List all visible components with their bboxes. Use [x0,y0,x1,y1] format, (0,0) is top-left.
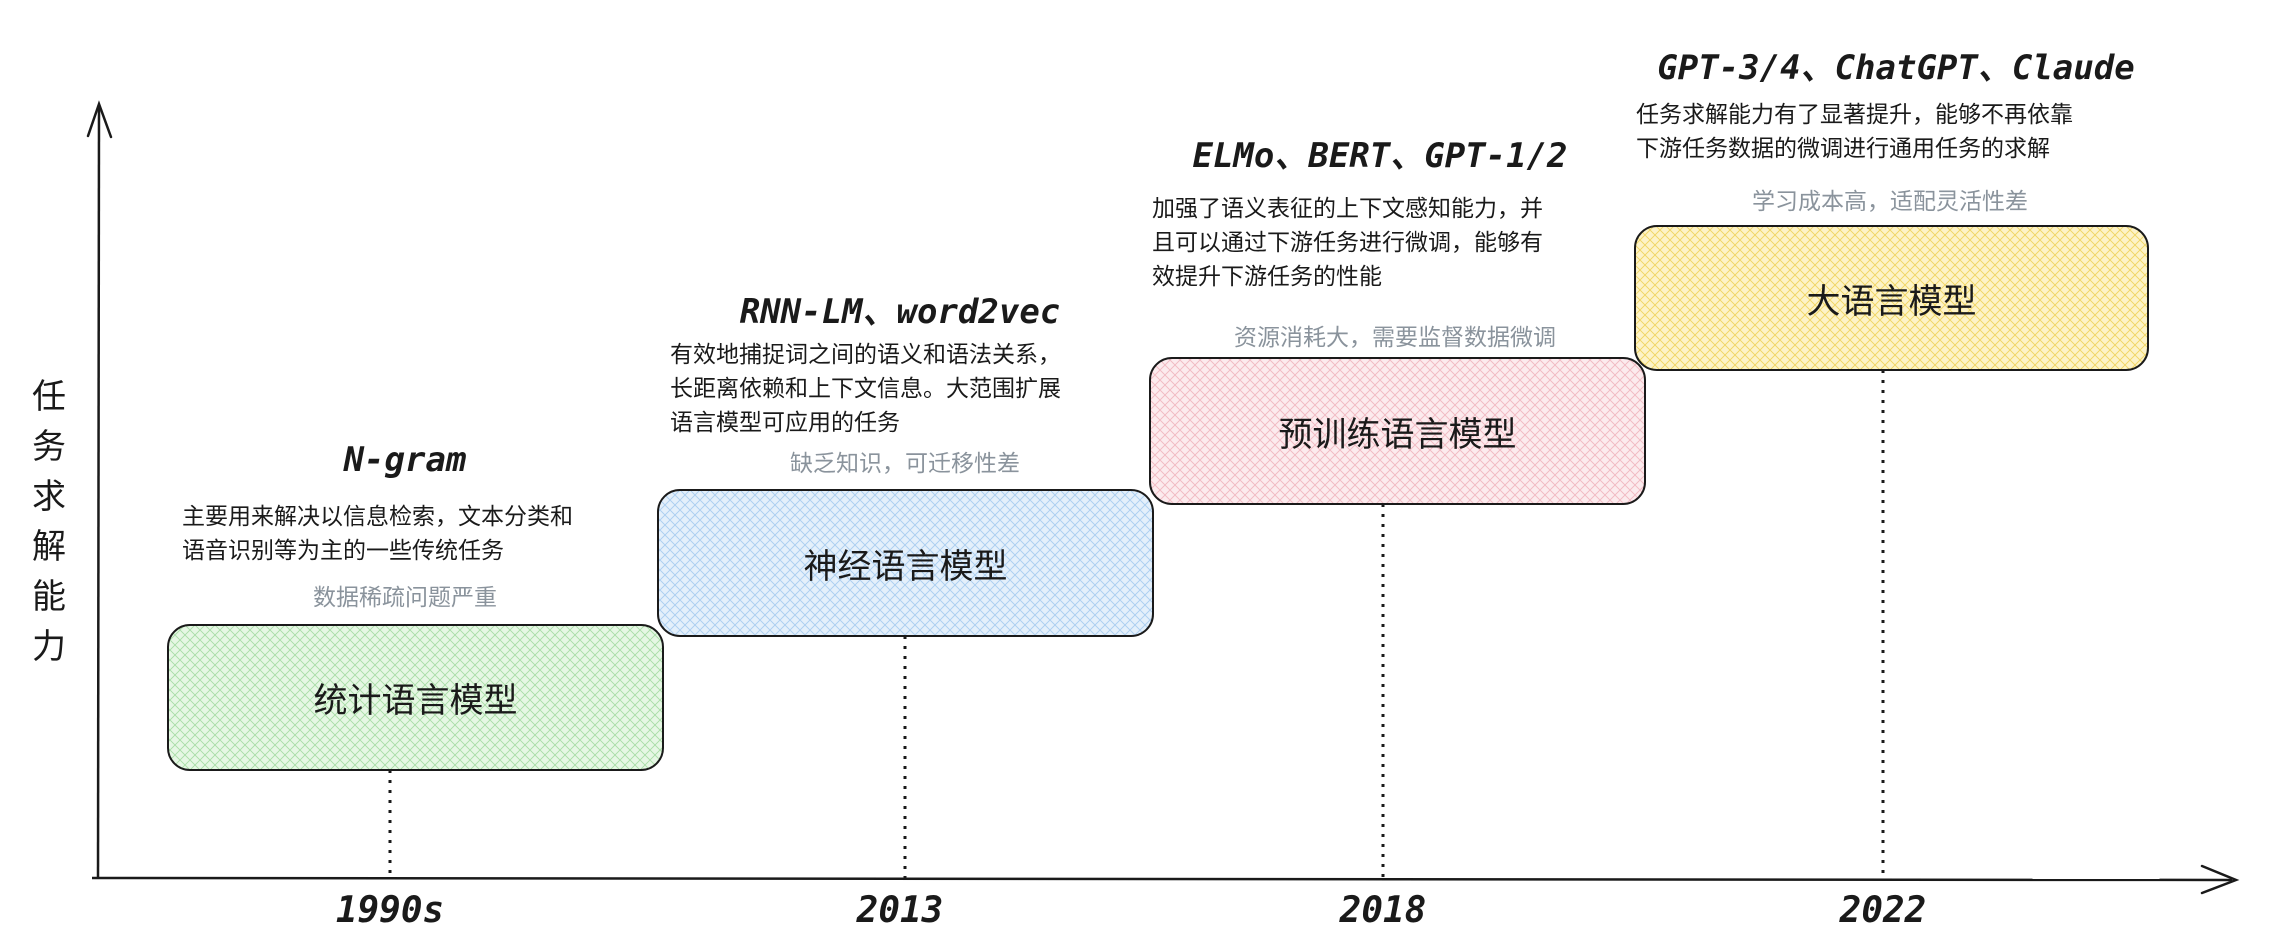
stage-1-limitation: 数据稀疏问题严重 [313,585,497,611]
stage-2-models: RNN-LM、word2vec [739,292,1061,332]
y-axis-label: 任务求解能力 [26,372,72,672]
x-axis-arrow [2200,864,2240,895]
stage-2-description-line: 语言模型可应用的任务 [670,410,900,436]
stage-2-limitation: 缺乏知识，可迁移性差 [790,451,1020,477]
stage-2-description-line: 长距离依赖和上下文信息。大范围扩展 [670,376,1061,402]
y-axis-label-char: 务 [32,427,66,467]
y-axis [96,105,101,879]
stage-4-name: 大语言模型 [1806,281,1977,322]
stage-1-description-line: 主要用来解决以信息检索，文本分类和 [182,504,573,530]
stage-2-description-line: 有效地捕捉词之间的语义和语法关系， [670,342,1061,368]
y-axis-arrow [86,100,113,139]
stage-4-models: GPT-3/4、ChatGPT、Claude [1657,48,2135,88]
y-axis-label-char: 力 [32,627,66,667]
stage-4-limitation: 学习成本高，适配灵活性差 [1752,189,2028,215]
stage-box-llm [1634,225,2149,371]
y-axis-label-char: 能 [32,577,66,617]
y-axis-label-char: 解 [32,527,66,567]
stage-3-limitation: 资源消耗大，需要监督数据微调 [1234,325,1556,351]
stage-2-name: 神经语言模型 [803,546,1008,587]
stage-3-year: 2018 [1339,890,1427,931]
stage-1-description-line: 语音识别等为主的一些传统任务 [182,538,504,564]
stage-3-description: 加强了语义表征的上下文感知能力，并 且可以通过下游任务进行微调，能够有 效提升下… [1152,192,1632,294]
stage-1-description: 主要用来解决以信息检索，文本分类和 语音识别等为主的一些传统任务 [182,500,652,568]
x-axis [91,876,2233,882]
stage-box-statistical [167,624,664,771]
y-axis-label-char: 任 [32,377,66,417]
stage-4-description-line: 任务求解能力有了显著提升，能够不再依靠 [1636,102,2073,128]
stage-1-name: 统计语言模型 [313,681,518,721]
stage-2-year: 2013 [856,890,944,931]
stage-1-models: N-gram [343,440,467,480]
stage-3-models: ELMo、BERT、GPT-1/2 [1192,136,1568,176]
stage-3-description-line: 且可以通过下游任务进行微调，能够有 [1152,230,1543,256]
stage-4-year: 2022 [1839,890,1927,931]
stage-4-description-line: 下游任务数据的微调进行通用任务的求解 [1636,136,2050,162]
stage-3-description-line: 效提升下游任务的性能 [1152,264,1382,290]
stage-3-name: 预训练语言模型 [1278,414,1517,455]
stage-3-description-line: 加强了语义表征的上下文感知能力，并 [1152,196,1543,222]
stage-box-neural [657,489,1154,637]
stage-2-description: 有效地捕捉词之间的语义和语法关系， 长距离依赖和上下文信息。大范围扩展 语言模型… [670,338,1150,440]
stage-4-description: 任务求解能力有了显著提升，能够不再依靠 下游任务数据的微调进行通用任务的求解 [1636,98,2196,166]
stage-box-pretrained [1149,357,1646,505]
stage-1-year: 1990s [335,890,445,931]
y-axis-label-char: 求 [32,477,66,517]
